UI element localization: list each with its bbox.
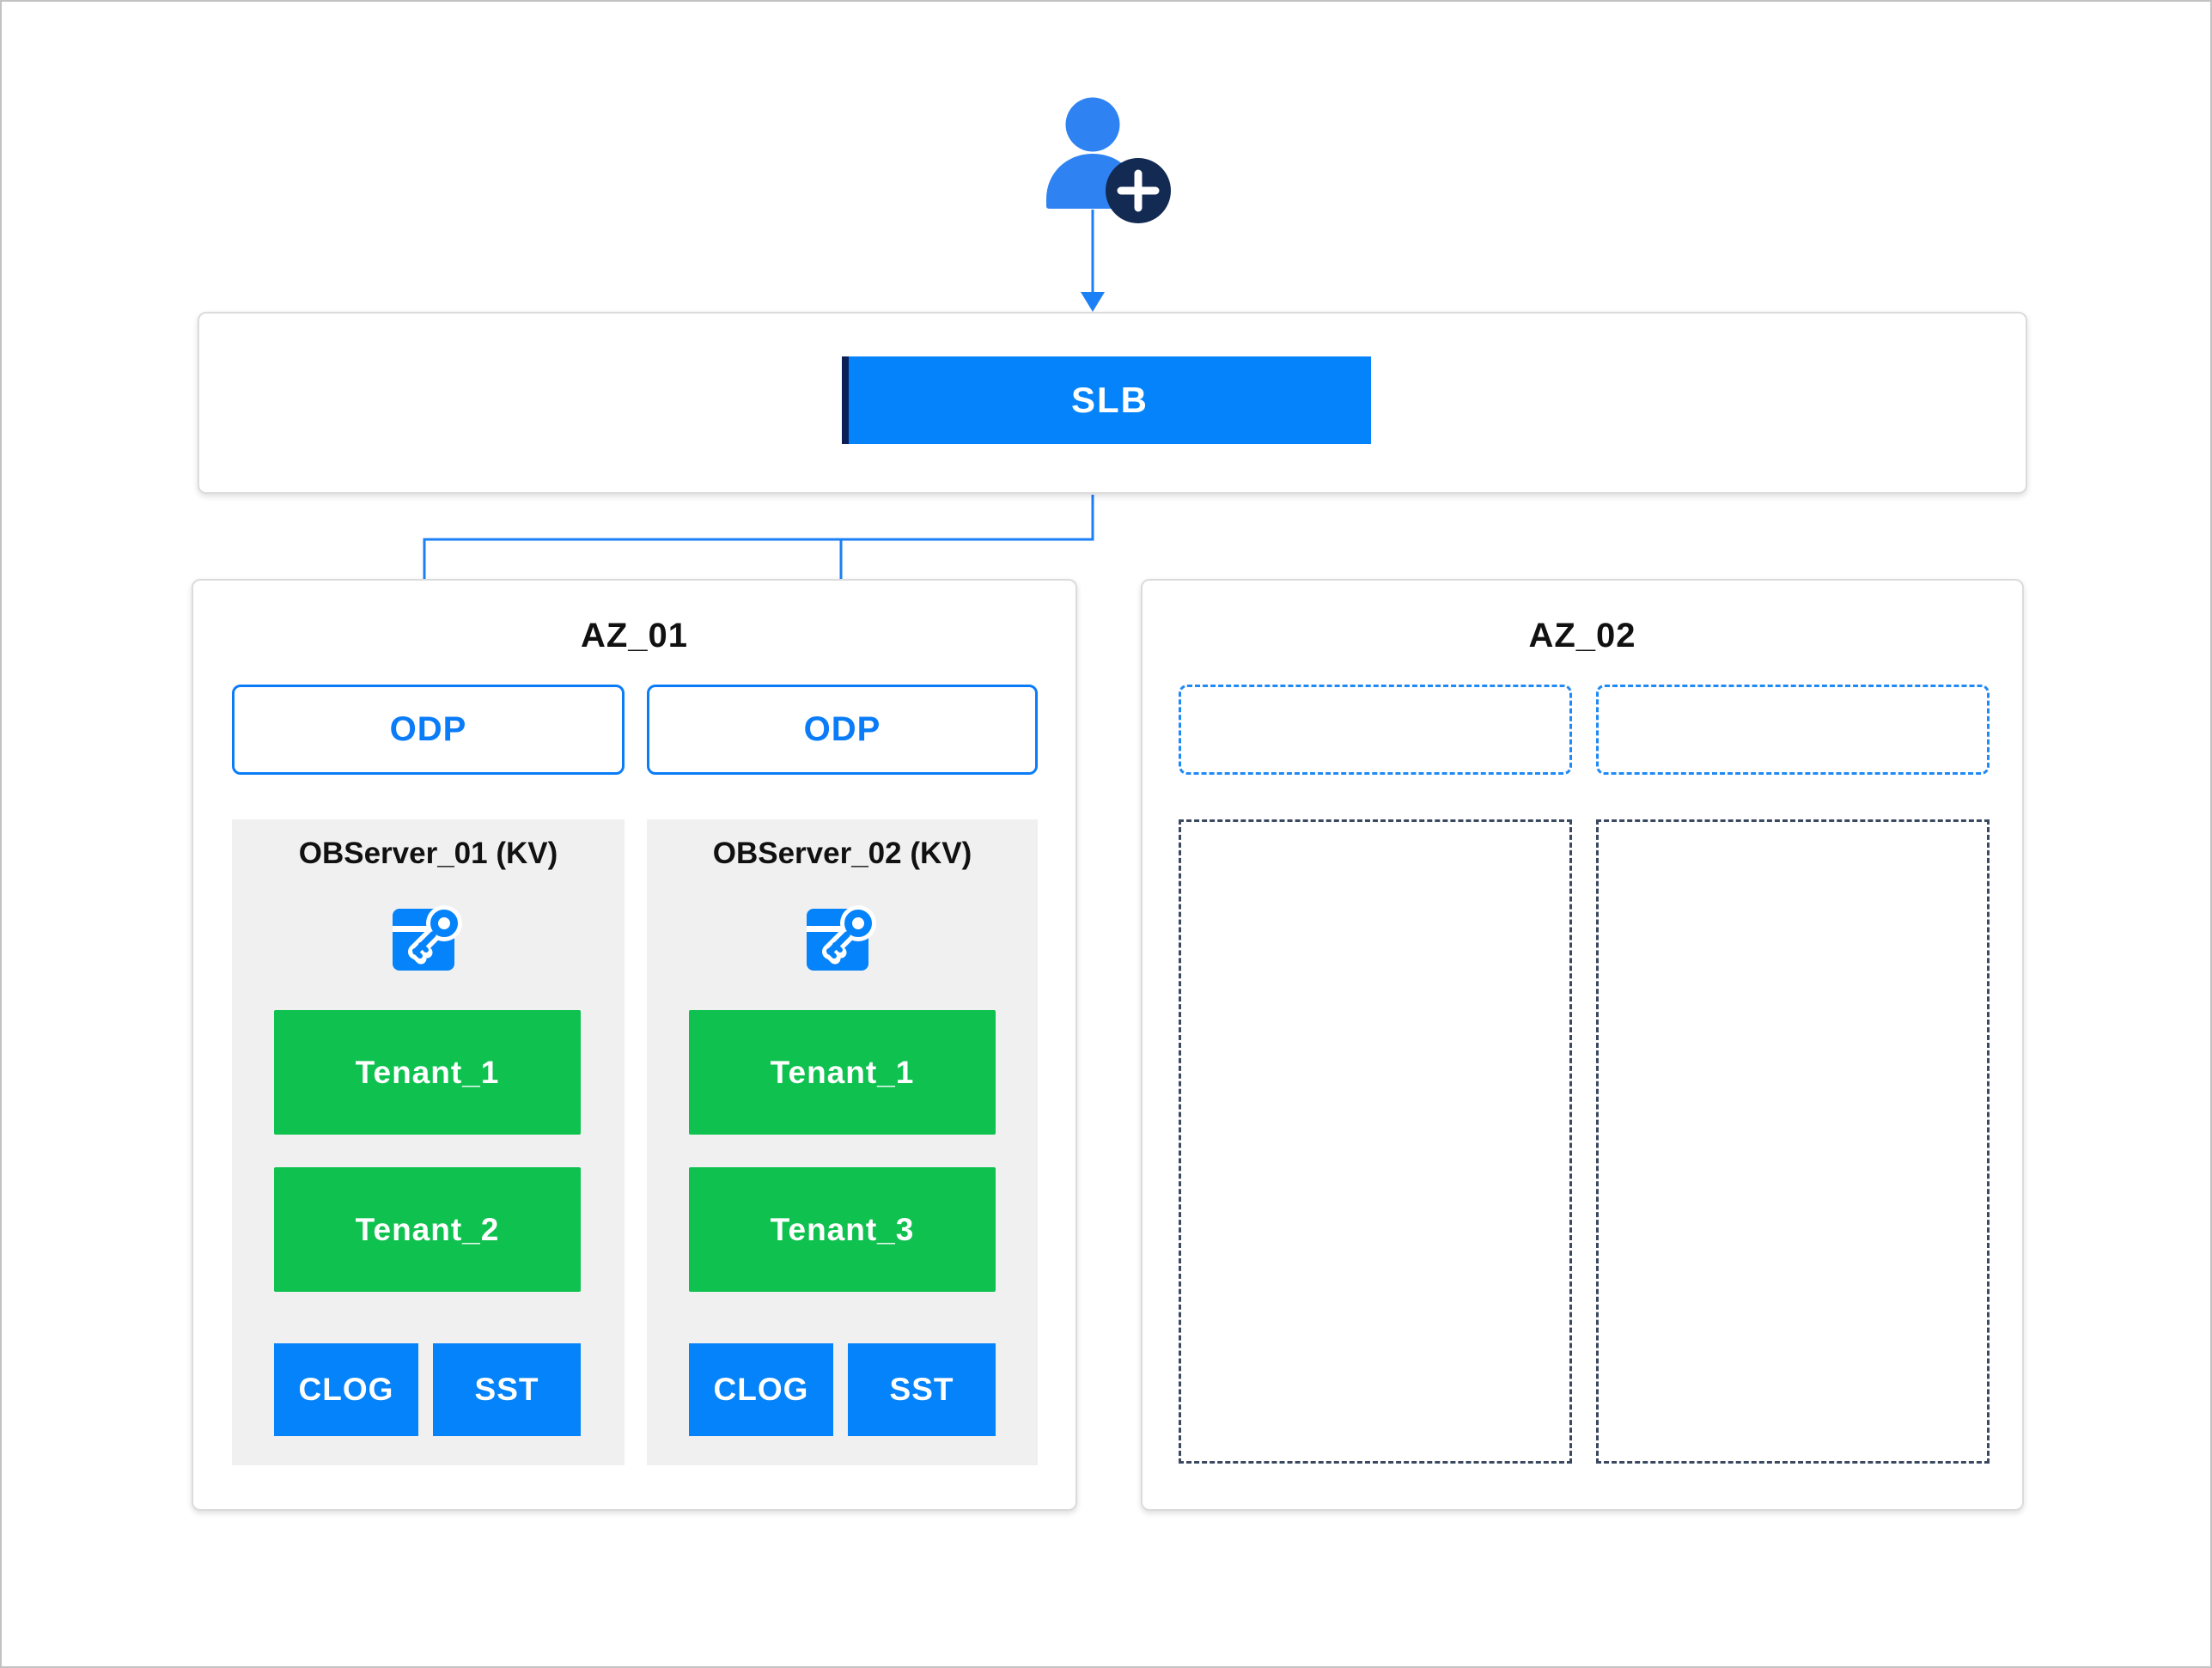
odp-node-2: ODP (647, 685, 1038, 775)
az02-zone-title: AZ_02 (1528, 617, 1636, 654)
sst-node: SST (848, 1343, 996, 1436)
placeholder-odp-slot (1179, 685, 1572, 775)
az01-zone-title: AZ_01 (580, 617, 689, 654)
odp-label: ODP (803, 710, 881, 748)
clog-label: CLOG (713, 1372, 809, 1407)
odp-node-1: ODP (232, 685, 625, 775)
kv-key-icon (806, 905, 876, 971)
tenant-label: Tenant_1 (355, 1054, 500, 1090)
tenant-node: Tenant_2 (274, 1167, 581, 1292)
tenant-label: Tenant_1 (770, 1054, 915, 1090)
user-plus-icon (1046, 97, 1171, 223)
observer-01-title: OBServer_01 (KV) (298, 837, 558, 870)
az01-zone-panel: AZ_01 ODP ODP OBServer_01 (KV) Tenant_1 (192, 579, 1077, 1511)
observer-02-column: OBServer_02 (KV) Tenant_1 Tenant_3 CLOG (647, 819, 1038, 1465)
tenant-node: Tenant_1 (274, 1010, 581, 1135)
sst-label: SST (889, 1372, 954, 1407)
observer-01-column: OBServer_01 (KV) Tenant_1 Tenant_2 CLOG (232, 819, 625, 1465)
sst-label: SST (474, 1372, 539, 1407)
odp-label: ODP (389, 710, 467, 748)
kv-key-icon (392, 905, 462, 971)
tenant-label: Tenant_2 (355, 1211, 500, 1247)
observer-02-title: OBServer_02 (KV) (712, 837, 972, 870)
placeholder-odp-slot (1596, 685, 1990, 775)
sst-node: SST (433, 1343, 581, 1436)
storage-row: CLOG SST (274, 1343, 581, 1436)
clog-label: CLOG (298, 1372, 394, 1407)
slb-label: SLB (1071, 380, 1149, 420)
placeholder-server-slot (1596, 819, 1990, 1464)
slb-node: SLB (842, 356, 1371, 444)
tenant-label: Tenant_3 (770, 1211, 915, 1247)
placeholder-server-slot (1179, 819, 1572, 1464)
tenant-node: Tenant_1 (689, 1010, 996, 1135)
clog-node: CLOG (274, 1343, 418, 1436)
tenant-node: Tenant_3 (689, 1167, 996, 1292)
storage-row: CLOG SST (689, 1343, 996, 1436)
clog-node: CLOG (689, 1343, 833, 1436)
az02-zone-panel: AZ_02 (1141, 579, 2024, 1511)
